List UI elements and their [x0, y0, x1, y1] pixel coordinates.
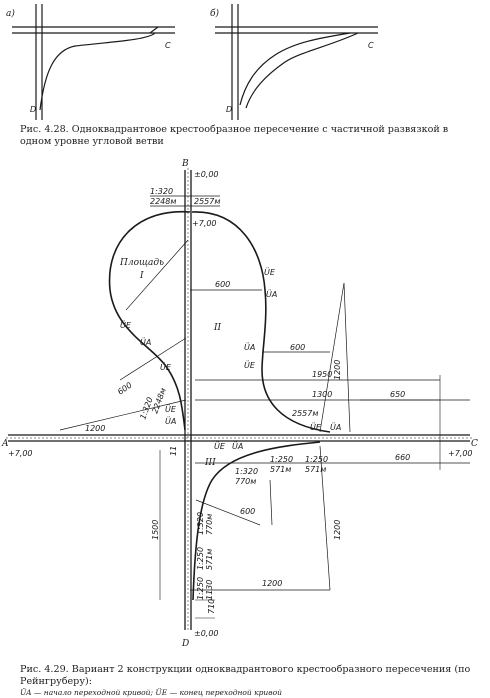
dim-1500: 1500	[151, 520, 160, 540]
ue-6: ÜE	[310, 422, 322, 432]
dim-1320-d: 1:320	[196, 512, 205, 535]
ramp-ii	[191, 211, 331, 433]
dim-571-c: 571м	[205, 549, 214, 570]
ue-7: ÜE	[214, 441, 226, 451]
ua-1: ÜA	[266, 289, 277, 299]
dim-2248-a: 2248м	[150, 197, 176, 206]
dim-1320-c: 1:320	[235, 467, 258, 476]
fig28-panel-a: а) C D	[6, 4, 175, 120]
dim-1300: 1300	[312, 390, 332, 399]
dim-770-b: 770м	[205, 514, 214, 535]
ue-2: ÜE	[120, 320, 132, 330]
fig28a-label-d: D	[30, 105, 36, 114]
label-zone-ii: II	[213, 323, 222, 333]
ramp-iii	[192, 441, 321, 601]
level-bottom: ±0,00	[194, 629, 219, 638]
dim-1250-a: 1:250	[270, 455, 293, 464]
dim-1250-c: 1:250	[196, 547, 205, 570]
fig28b-label-c: C	[368, 41, 374, 50]
dim-1200-a: 1200	[333, 360, 342, 380]
dim-1200-b: 1200	[85, 424, 105, 433]
label-square: Площадь	[119, 258, 164, 268]
level-left: +7,00	[8, 449, 33, 458]
dim-571-b: 571м	[305, 465, 326, 474]
label-b: B	[181, 159, 189, 169]
label-square-num: I	[139, 271, 144, 281]
fig29-drawing: B ±0,00 A +7,00 C +7,00 D ±0,00 +7,00 Пл…	[1, 159, 478, 649]
fig28a-label-c: C	[165, 41, 171, 50]
dim-2557-a: 2557м	[194, 197, 220, 206]
dim-2557-b: 2557м	[292, 409, 318, 418]
fig28b-label-d: D	[226, 105, 232, 114]
ua-6: ÜA	[232, 441, 243, 451]
dim-1320-a: 1:320	[150, 187, 173, 196]
dim-660: 660	[395, 453, 410, 462]
dim-650: 650	[390, 390, 405, 399]
dim-600-c: 600	[116, 381, 134, 397]
ue-5: ÜE	[165, 404, 177, 414]
fig28-panel-b-label: б)	[210, 8, 219, 19]
fig28-caption: Рис. 4.28. Одноквадрантовое крестообразн…	[20, 124, 449, 147]
loop-i-outer	[108, 210, 191, 431]
fig28-panel-a-label: а)	[6, 8, 15, 19]
ua-2: ÜA	[140, 337, 151, 347]
dim-770-a: 770м	[235, 477, 256, 486]
dim-11: 11	[169, 446, 178, 456]
level-top: ±0,00	[194, 170, 219, 179]
dim-600-b: 600	[290, 343, 305, 352]
dim-1250-d: 1:250	[196, 577, 205, 600]
dim-1250-b: 1:250	[305, 455, 328, 464]
ue-4: ÜE	[244, 360, 256, 370]
dim-710: 710	[207, 599, 216, 614]
label-a: A	[1, 439, 9, 449]
dim-1200-d: 1200	[262, 579, 282, 588]
ue-3: ÜE	[160, 362, 172, 372]
ua-4: ÜA	[165, 416, 176, 426]
dim-600-d: 600	[240, 507, 255, 516]
ue-1: ÜE	[264, 267, 276, 277]
dim-1130: 1130	[205, 580, 214, 600]
ua-5: ÜA	[330, 422, 341, 432]
label-zone-iii: III	[204, 458, 216, 468]
fig29-legend: ÜA — начало переходной кривой; ÜE — коне…	[20, 688, 282, 697]
fig28-panel-b: б) C D	[210, 4, 378, 120]
fig29-caption: Рис. 4.29. Вариант 2 конструкции одноква…	[20, 664, 471, 687]
dim-600-a: 600	[215, 280, 230, 289]
dim-571-a: 571м	[270, 465, 291, 474]
dim-1200-c: 1200	[333, 520, 342, 540]
ua-3: ÜA	[244, 342, 255, 352]
label-d: D	[181, 639, 189, 649]
label-c: C	[471, 439, 478, 449]
level-bridge: +7,00	[192, 219, 217, 228]
level-right: +7,00	[448, 449, 473, 458]
dim-1950: 1950	[312, 370, 332, 379]
